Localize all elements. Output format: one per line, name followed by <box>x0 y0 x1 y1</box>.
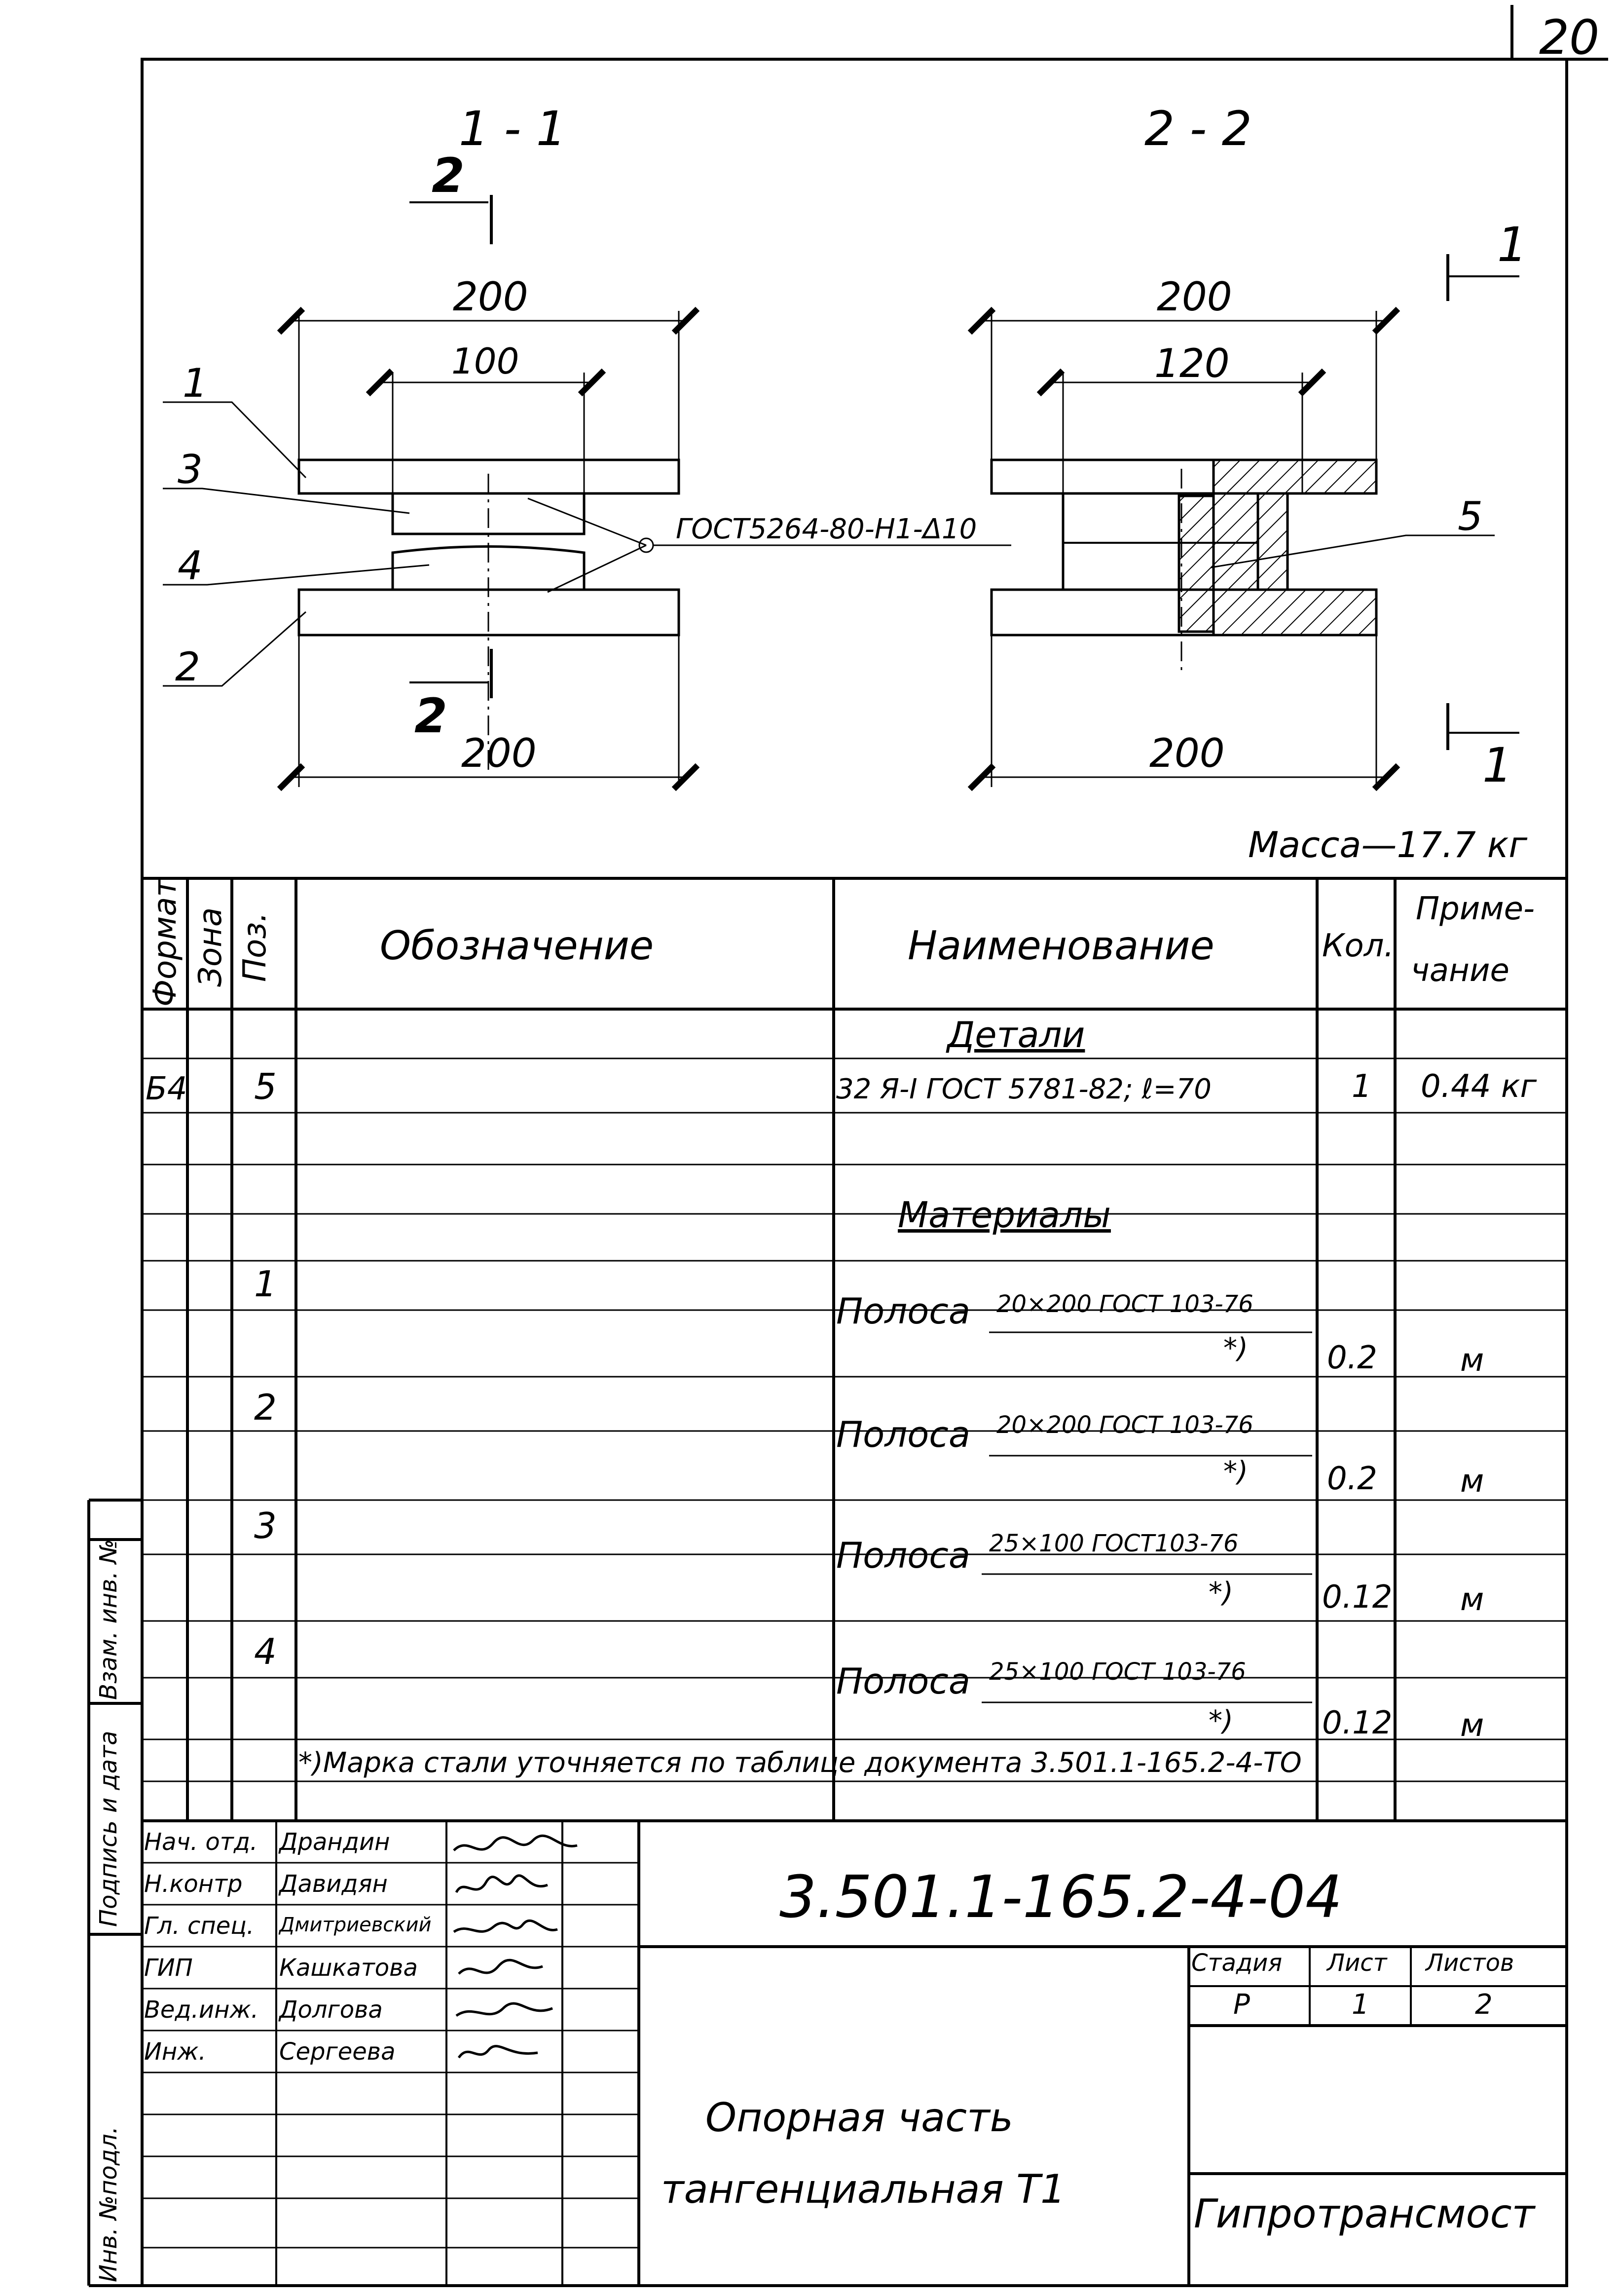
material-2-spec: 20×200 ГОСТ 103-76 <box>996 1411 1253 1439</box>
dim-overall-width-2: 200 <box>1157 274 1232 320</box>
material-1-prefix: Полоса <box>836 1290 970 1332</box>
role-lead-eng: Вед.инж. <box>144 1996 258 2024</box>
material-1-pos: 1 <box>254 1263 277 1305</box>
material-1-footnote-ref: *) <box>1223 1332 1248 1364</box>
name-chief-spec: Дмитриевский <box>279 1914 432 1936</box>
part-5-note: 0.44 кг <box>1421 1068 1537 1105</box>
material-2-unit: м <box>1460 1463 1484 1500</box>
header-qty: Кол. <box>1322 928 1394 964</box>
material-3-unit: м <box>1460 1581 1484 1618</box>
table-footnote: *)Марка стали уточняется по таблице доку… <box>298 1747 1302 1779</box>
title-line-2: тангенциальная Т1 <box>661 2166 1066 2212</box>
material-1-qty: 0.2 <box>1327 1340 1377 1376</box>
part-5-pos: 5 <box>254 1066 277 1107</box>
title-line-1: Опорная часть <box>705 2095 1013 2141</box>
material-3-spec: 25×100 ГОСТ103-76 <box>989 1530 1239 1557</box>
callout-1: 1 <box>183 360 208 406</box>
side-label-swap-inv: Взам. инв. № <box>95 1539 122 1700</box>
section-2-2 <box>967 254 1519 791</box>
material-4-spec: 25×100 ГОСТ 103-76 <box>989 1658 1246 1686</box>
name-lead-eng: Долгова <box>279 1996 383 2024</box>
sheets-value: 2 <box>1475 1989 1493 2021</box>
organization: Гипротрансмост <box>1194 2191 1535 2237</box>
role-gip: ГИП <box>144 1954 193 1982</box>
part-5-name: 32 Я-I ГОСТ 5781-82; ℓ=70 <box>836 1073 1212 1105</box>
name-norm-control: Давидян <box>279 1870 388 1898</box>
material-2-pos: 2 <box>254 1387 277 1428</box>
title-block-grid <box>141 1821 1567 2286</box>
sheet-label: Лист <box>1327 1949 1387 1977</box>
dim-bottom-width-2: 200 <box>1149 730 1225 776</box>
part-5-qty: 1 <box>1352 1068 1372 1105</box>
document-code: 3.501.1-165.2-4-04 <box>779 1863 1343 1931</box>
section-materials: Материалы <box>898 1194 1111 1236</box>
mass-label: Масса—17.7 кг <box>1248 824 1528 866</box>
sheet-value: 1 <box>1352 1989 1369 2021</box>
cut-mark-bottom-2: 2 <box>414 688 447 744</box>
material-3-prefix: Полоса <box>836 1535 970 1576</box>
role-head-dept: Нач. отд. <box>144 1828 258 1856</box>
role-norm-control: Н.контр <box>144 1870 243 1898</box>
dim-inner-width-1: 100 <box>451 340 519 382</box>
cut-mark-bottom-1: 1 <box>1482 738 1513 793</box>
header-note-1: Приме- <box>1416 891 1535 927</box>
material-3-qty: 0.12 <box>1322 1579 1393 1616</box>
name-gip: Кашкатова <box>279 1954 418 1982</box>
material-3-footnote-ref: *) <box>1209 1577 1233 1609</box>
stage-label: Стадия <box>1191 1949 1283 1977</box>
material-2-qty: 0.2 <box>1327 1461 1377 1497</box>
material-2-prefix: Полоса <box>836 1414 970 1455</box>
spec-table-grid <box>142 877 1567 1822</box>
header-format: Формат <box>147 878 184 1007</box>
material-1-unit: м <box>1460 1342 1484 1379</box>
header-designation: Обозначение <box>380 923 654 969</box>
section-1-1-title: 1 - 1 <box>459 101 566 156</box>
name-engineer: Сергеева <box>279 2038 396 2066</box>
material-4-unit: м <box>1460 1707 1484 1744</box>
callout-5: 5 <box>1458 493 1483 539</box>
callout-4: 4 <box>178 543 203 589</box>
cut-mark-top-2: 2 <box>432 148 465 203</box>
page-number: 20 <box>1539 10 1600 65</box>
material-4-pos: 4 <box>254 1631 277 1672</box>
section-1-1 <box>163 195 1011 791</box>
header-name: Наименование <box>908 923 1214 969</box>
material-4-prefix: Полоса <box>836 1660 970 1702</box>
weld-note: ГОСТ5264-80-Н1-Δ10 <box>676 513 977 545</box>
dim-bottom-width-1: 200 <box>461 730 537 776</box>
main-frame <box>141 58 1568 2287</box>
cut-mark-top-1: 1 <box>1497 217 1528 272</box>
dim-inner-width-2: 120 <box>1154 340 1230 386</box>
stage-value: Р <box>1233 1989 1250 2021</box>
name-head-dept: Драндин <box>279 1828 390 1856</box>
callout-3: 3 <box>178 447 203 492</box>
header-zone: Зона <box>192 907 229 987</box>
header-pos: Поз. <box>237 912 273 982</box>
material-4-qty: 0.12 <box>1322 1705 1393 1741</box>
role-chief-spec: Гл. спец. <box>144 1912 255 1940</box>
sheets-label: Листов <box>1426 1949 1514 1977</box>
side-label-sign-date: Подпись и дата <box>95 1731 122 1927</box>
role-engineer: Инж. <box>144 2038 206 2066</box>
callout-2: 2 <box>175 644 200 690</box>
signatures <box>453 1834 578 2059</box>
dim-overall-width-1: 200 <box>453 274 528 320</box>
header-note-2: чание <box>1411 952 1509 989</box>
material-3-pos: 3 <box>254 1505 277 1546</box>
section-2-2-title: 2 - 2 <box>1144 101 1252 156</box>
material-1-spec: 20×200 ГОСТ 103-76 <box>996 1290 1253 1318</box>
part-5-format: Б4 <box>146 1071 187 1107</box>
side-label-inv-orig: Инв. №подл. <box>95 2126 122 2282</box>
material-4-footnote-ref: *) <box>1209 1705 1233 1737</box>
section-parts: Детали <box>947 1014 1085 1055</box>
material-2-footnote-ref: *) <box>1223 1456 1248 1488</box>
